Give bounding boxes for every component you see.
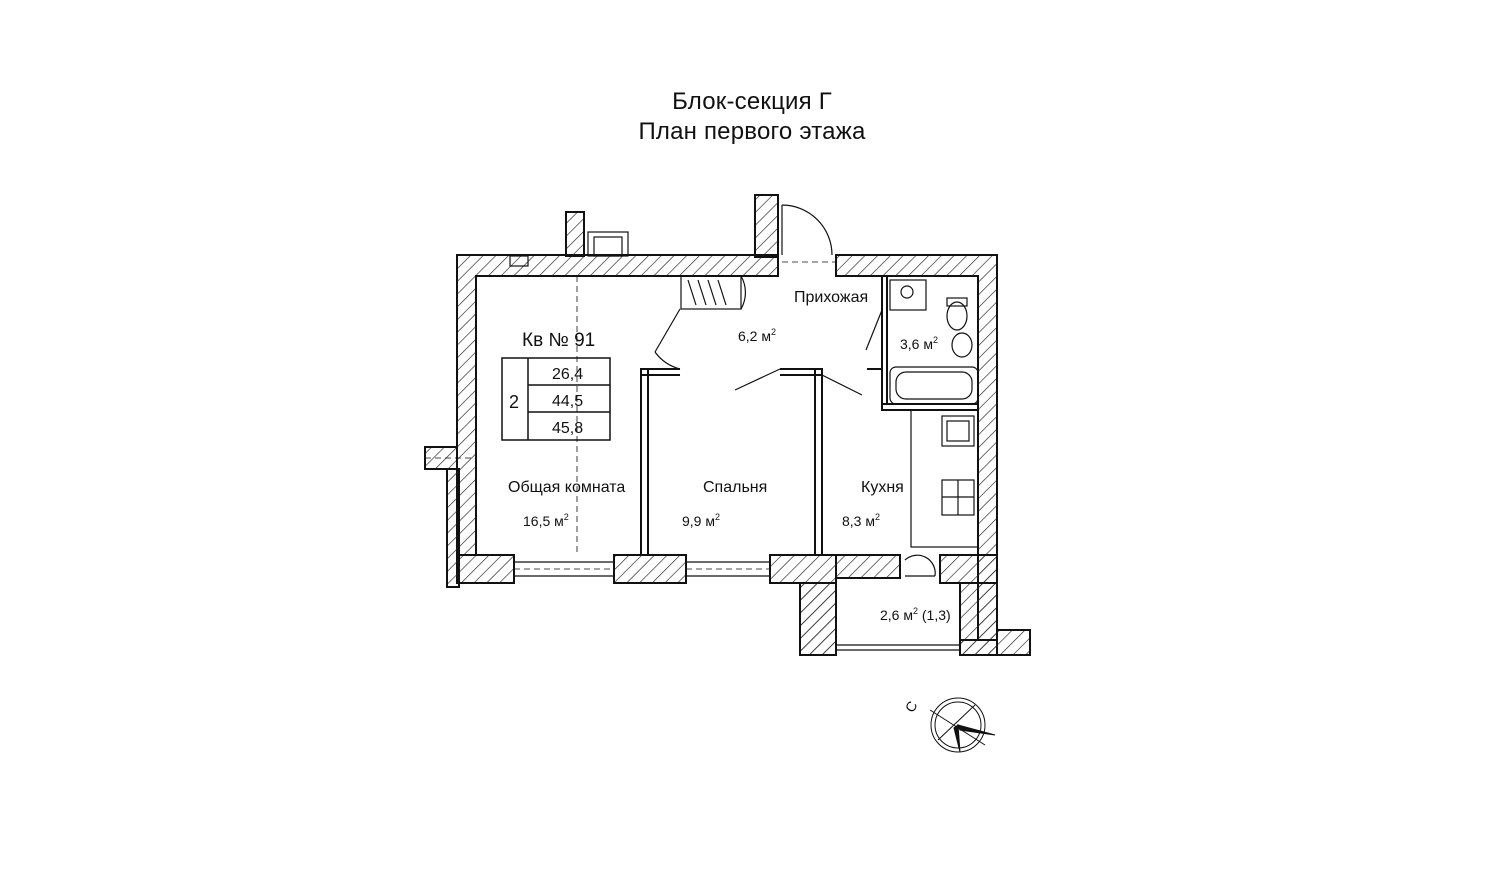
- kitchen-name: Кухня: [861, 479, 904, 496]
- room-labels: Прихожая 6,2 м2 3,6 м2 Общая комната 16,…: [508, 289, 951, 623]
- living-room-area: 16,5 м2: [523, 512, 569, 529]
- total-area-value: 44,5: [552, 393, 583, 410]
- exterior-walls: [424, 194, 1031, 656]
- compass-icon: С: [902, 697, 996, 753]
- hall-area: 6,2 м2: [738, 327, 776, 344]
- bathroom-area: 3,6 м2: [900, 335, 938, 352]
- total-area-balcony-value: 45,8: [552, 420, 583, 437]
- apartment-info: Кв № 91 2 26,4 44,5 45,8: [501, 330, 611, 441]
- plan-title-floor: План первого этажа: [638, 118, 866, 145]
- hall-name: Прихожая: [794, 289, 868, 306]
- apartment-number: Кв № 91: [522, 330, 595, 351]
- kitchen-area: 8,3 м2: [842, 512, 880, 529]
- balcony-area: 2,6 м2 (1,3): [880, 606, 951, 623]
- bedroom-area: 9,9 м2: [682, 512, 720, 529]
- room-outlines: [509, 204, 979, 651]
- room-count: 2: [509, 392, 519, 412]
- compass-north-letter: С: [902, 698, 921, 715]
- plan-title-section: Блок-секция Г: [672, 88, 832, 115]
- living-room-name: Общая комната: [508, 479, 625, 496]
- bedroom-name: Спальня: [703, 479, 767, 496]
- living-area-value: 26,4: [552, 366, 583, 383]
- dashed-lines: [425, 261, 836, 570]
